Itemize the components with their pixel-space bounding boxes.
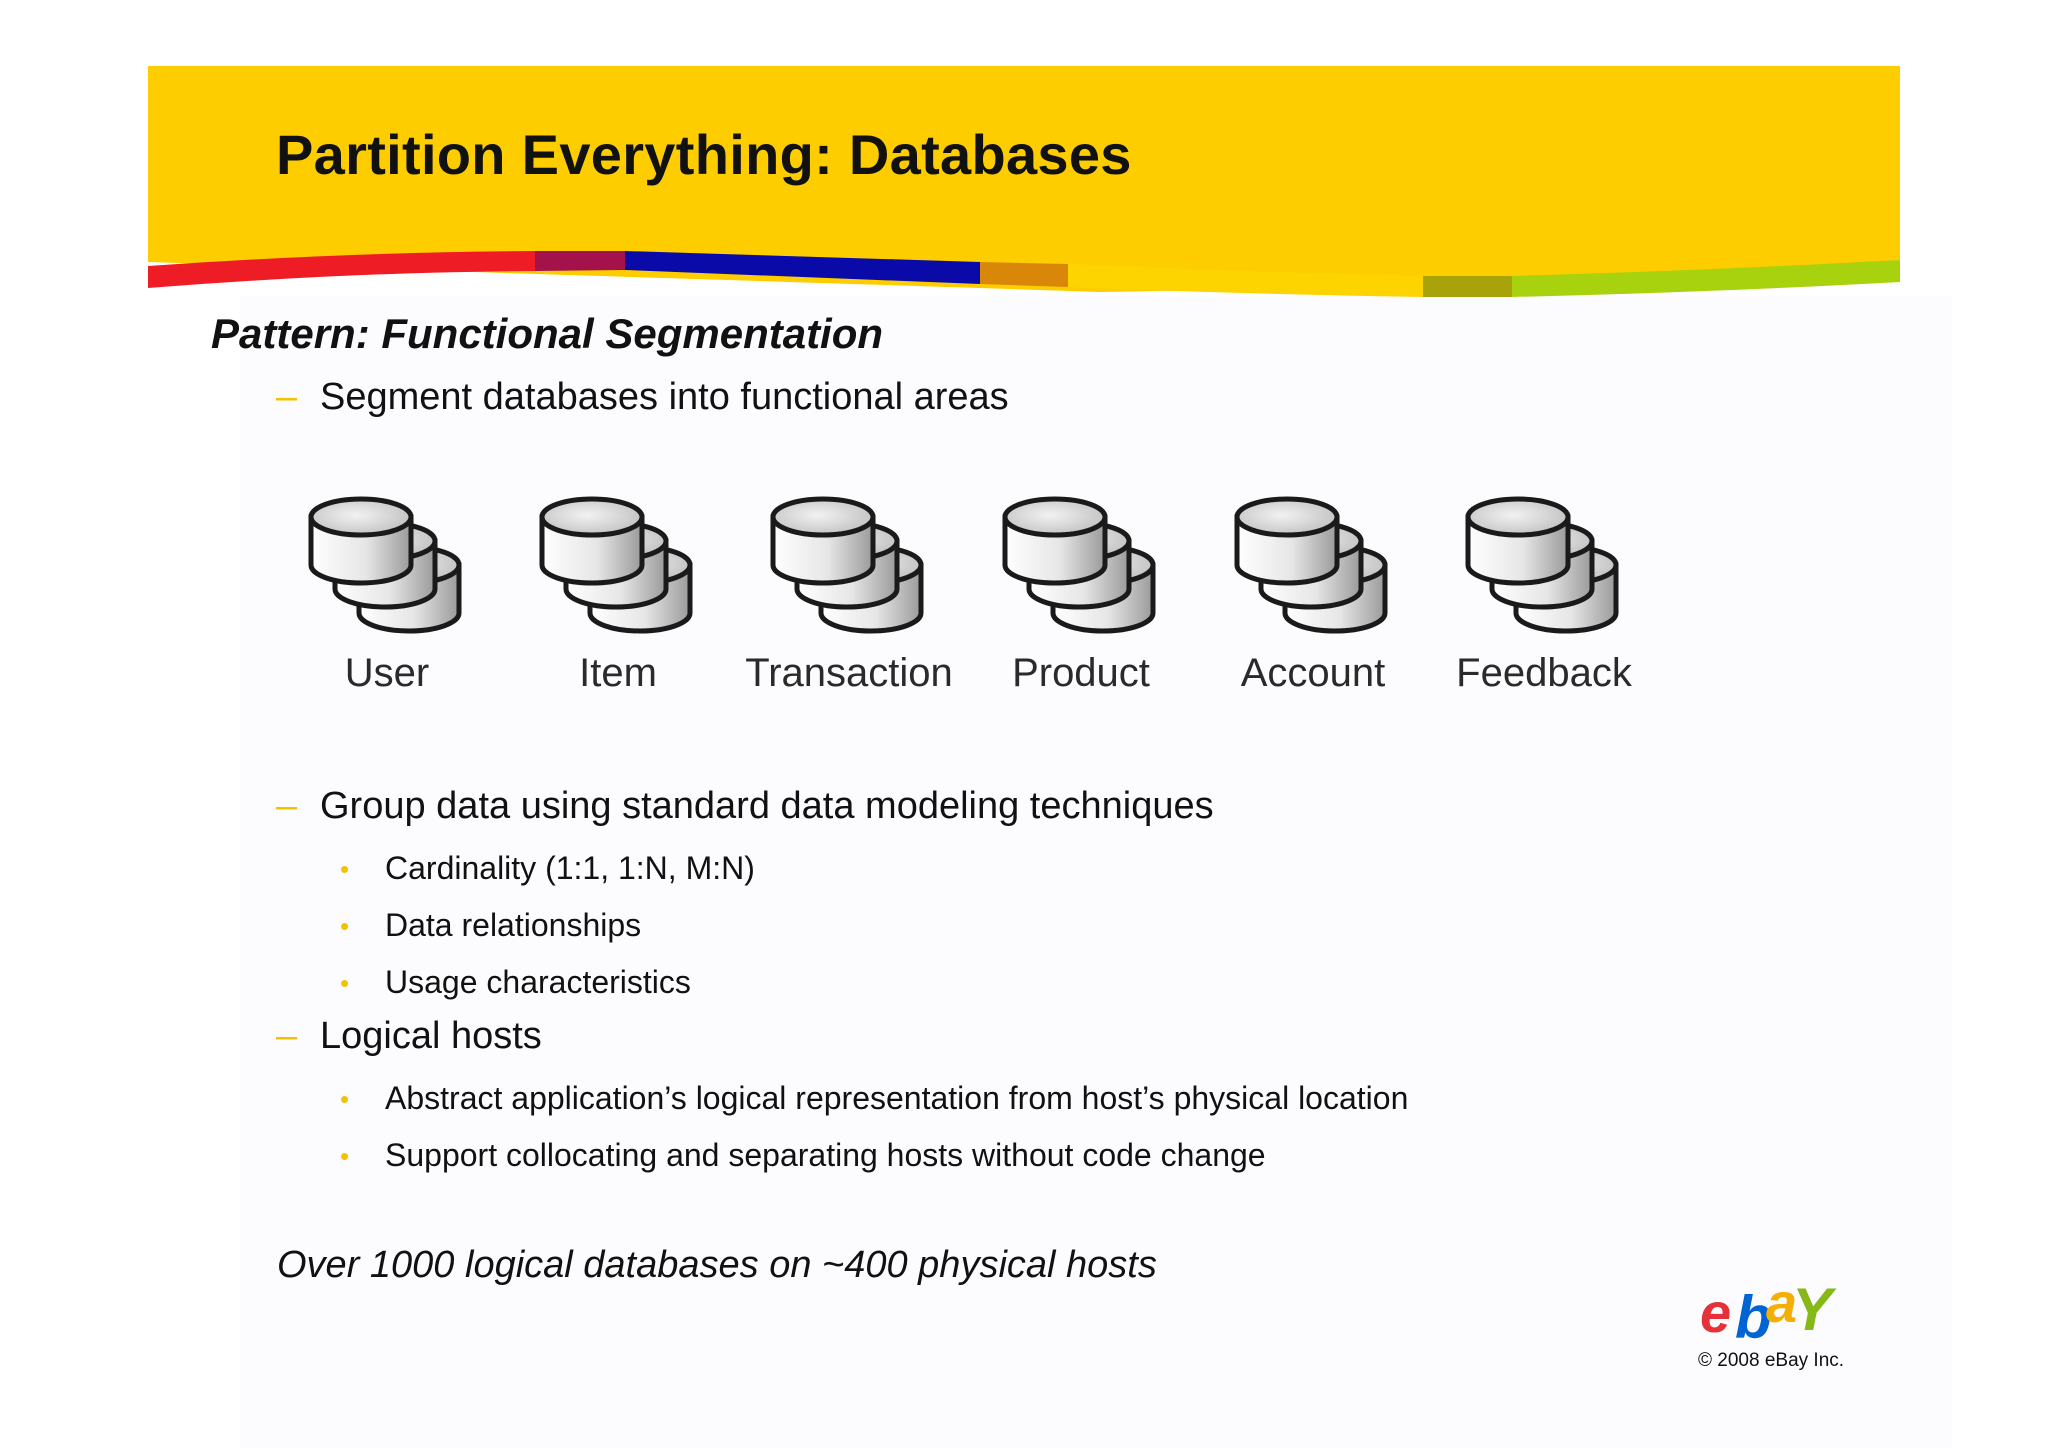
copyright-notice: © 2008 eBay Inc. (1698, 1350, 1845, 1371)
database-label: Transaction (745, 651, 953, 695)
header-band (148, 66, 1900, 297)
bullet-text: Logical hosts (320, 1015, 542, 1057)
bullet-marker: • (340, 1084, 350, 1114)
database-label: Product (1012, 651, 1150, 695)
content-background (240, 296, 1952, 1448)
database-transaction: Transaction (745, 499, 953, 695)
slide-title: Partition Everything: Databases (276, 123, 1132, 186)
pattern-heading: Pattern: Functional Segmentation (211, 310, 884, 357)
database-label: Item (579, 651, 657, 695)
sub-bullet-text: Abstract application’s logical represent… (385, 1080, 1409, 1116)
database-label: Feedback (1456, 651, 1633, 695)
logo-letter-b: b (1735, 1284, 1772, 1351)
dash-marker: – (276, 376, 298, 418)
logo-letter-a: a (1766, 1271, 1797, 1334)
header-yellow-band (148, 66, 1900, 292)
dash-marker: – (276, 1015, 298, 1057)
decorative-stripe (148, 251, 1900, 297)
database-label: Account (1241, 651, 1386, 695)
database-diagram: User Item Transaction Product Account Fe… (0, 0, 1633, 695)
sub-bullet-text: Data relationships (385, 907, 642, 943)
sub-bullet-text: Support collocating and separating hosts… (385, 1137, 1266, 1173)
bullet-text: Group data using standard data modeling … (320, 785, 1214, 827)
sub-bullet-text: Usage characteristics (385, 964, 691, 1000)
database-feedback: Feedback (1456, 499, 1633, 695)
database-user: User (311, 499, 459, 695)
database-account: Account (1237, 499, 1385, 695)
sub-bullet-text: Cardinality (1:1, 1:N, M:N) (385, 850, 755, 886)
bullet-marker: • (340, 968, 350, 998)
summary-statement: Over 1000 logical databases on ~400 phys… (277, 1244, 1157, 1286)
database-item: Item (542, 499, 690, 695)
bullet-marker: • (340, 1141, 350, 1171)
dash-marker: – (276, 785, 298, 827)
bullet-text: Segment databases into functional areas (320, 376, 1009, 418)
database-product: Product (1005, 499, 1153, 695)
database-label: User (345, 651, 429, 695)
bullet-marker: • (340, 911, 350, 941)
logo-letter-y: Y (1792, 1276, 1837, 1343)
logo-letter-e: e (1700, 1281, 1731, 1344)
bullet-marker: • (340, 854, 350, 884)
